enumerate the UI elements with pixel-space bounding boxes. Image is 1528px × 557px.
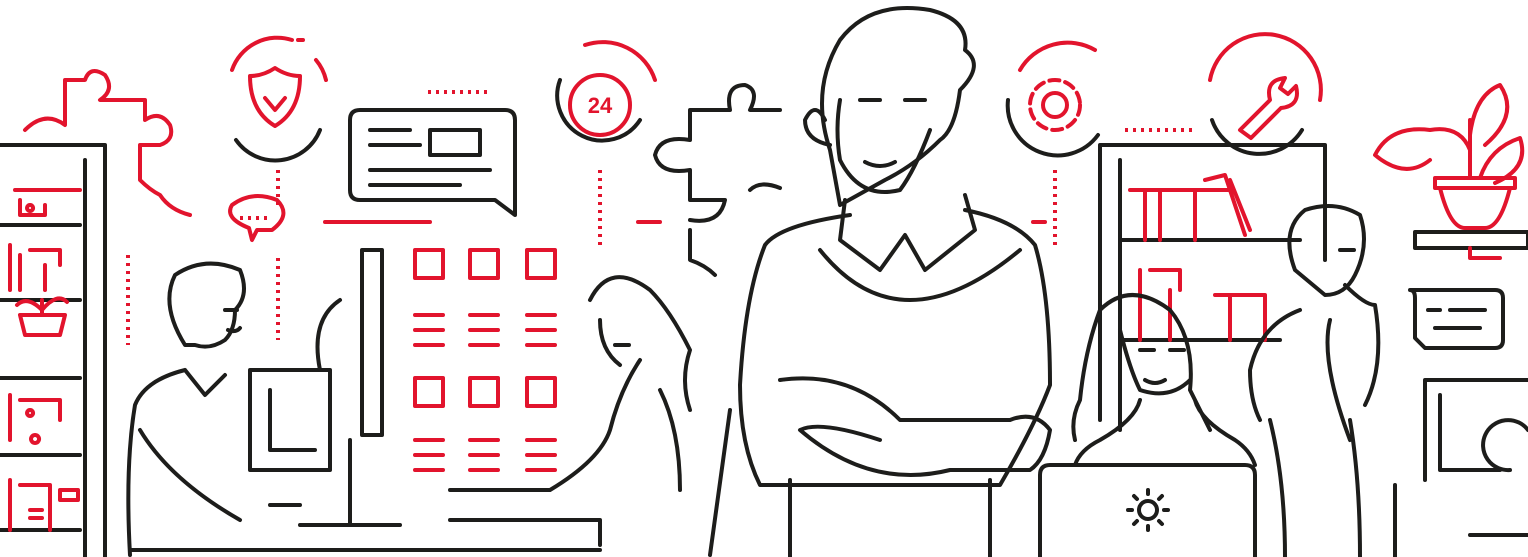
settings-badge bbox=[1005, 40, 1100, 250]
left-bookshelf bbox=[0, 143, 107, 557]
right-monitor bbox=[1393, 378, 1528, 557]
tools-badge bbox=[1125, 32, 1323, 156]
plant bbox=[1373, 83, 1528, 260]
support-24-badge: 24 bbox=[555, 40, 662, 250]
puzzle-piece-black bbox=[653, 83, 782, 277]
woman-at-desk bbox=[448, 275, 732, 557]
clock-24-label: 24 bbox=[588, 93, 613, 118]
man-arms-crossed bbox=[738, 6, 1052, 557]
man-on-phone bbox=[1248, 204, 1505, 557]
woman-with-laptop bbox=[1038, 293, 1257, 557]
message-window bbox=[126, 90, 517, 345]
task-grid bbox=[413, 248, 557, 472]
man-at-computer bbox=[126, 248, 602, 557]
right-bookshelf bbox=[1098, 143, 1327, 432]
puzzle-piece-red bbox=[23, 69, 192, 217]
shield-badge bbox=[228, 35, 328, 340]
